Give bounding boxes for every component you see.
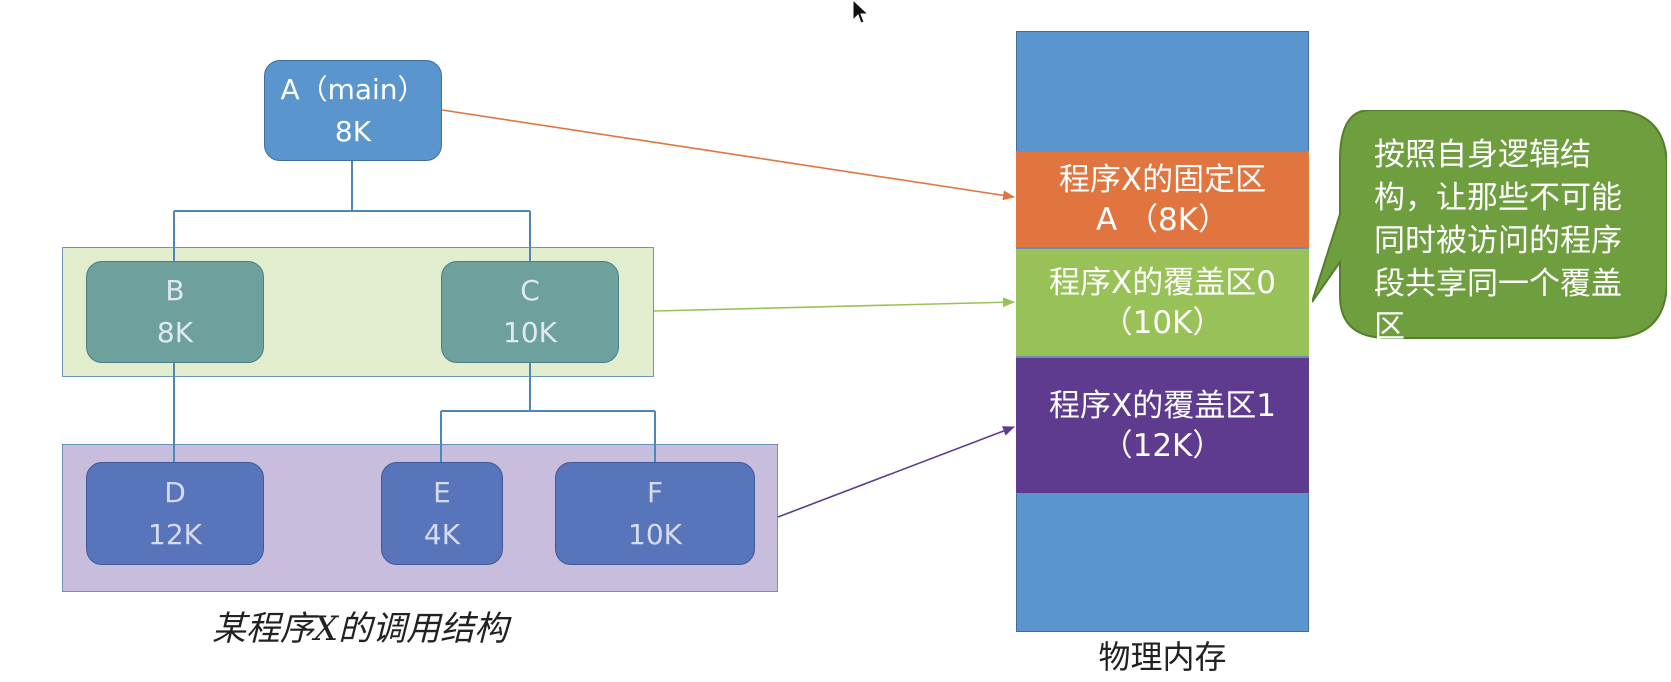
node-e-name: E: [433, 475, 451, 509]
edge-a-to-bc: [173, 161, 531, 261]
node-f: F 10K: [555, 462, 755, 565]
memory-overlay-area-1: 程序X的覆盖区1 （12K）: [1016, 357, 1309, 494]
arrow-def-to-overlay1: [777, 426, 1015, 518]
node-b-name: B: [165, 274, 185, 307]
node-a-size: 8K: [334, 114, 372, 148]
arrow-bc-to-overlay0: [653, 297, 1015, 312]
physical-memory-caption: 物理内存: [1098, 638, 1227, 676]
overlay0-title: 程序X的覆盖区0: [1049, 264, 1276, 301]
node-e-size: 4K: [423, 517, 461, 551]
node-d-name: D: [164, 475, 186, 509]
call-structure-caption: 某程序X的调用结构: [211, 609, 509, 649]
node-a: A（main） 8K: [264, 60, 442, 161]
callout-text: 按照自身逻辑结构，让那些不可能同时被访问的程序段共享同一个覆盖区: [1374, 137, 1622, 345]
memory-overlay-area-0: 程序X的覆盖区0 （10K）: [1016, 248, 1309, 357]
node-e: E 4K: [381, 462, 503, 565]
fixed-area-title: 程序X的固定区: [1058, 161, 1267, 198]
node-a-name: A（main）: [280, 72, 426, 106]
node-c-size: 10K: [503, 316, 557, 349]
arrow-a-to-fixed-area: [441, 109, 1015, 201]
node-f-name: F: [646, 475, 664, 509]
node-d-size: 12K: [148, 517, 202, 551]
overlay1-title: 程序X的覆盖区1: [1049, 387, 1276, 424]
fixed-area-detail: A （8K）: [1095, 201, 1230, 238]
mouse-cursor-icon: [852, 0, 870, 24]
overlay0-detail: （10K）: [1101, 304, 1224, 341]
node-f-size: 10K: [628, 517, 682, 551]
node-c-name: C: [520, 274, 540, 307]
memory-fixed-area: 程序X的固定区 A （8K）: [1016, 151, 1309, 248]
overlay1-detail: （12K）: [1101, 427, 1224, 464]
node-d: D 12K: [86, 462, 264, 565]
node-b: B 8K: [86, 261, 264, 363]
node-b-size: 8K: [156, 316, 194, 349]
callout-bubble: [1312, 110, 1667, 339]
node-c: C 10K: [441, 261, 619, 363]
